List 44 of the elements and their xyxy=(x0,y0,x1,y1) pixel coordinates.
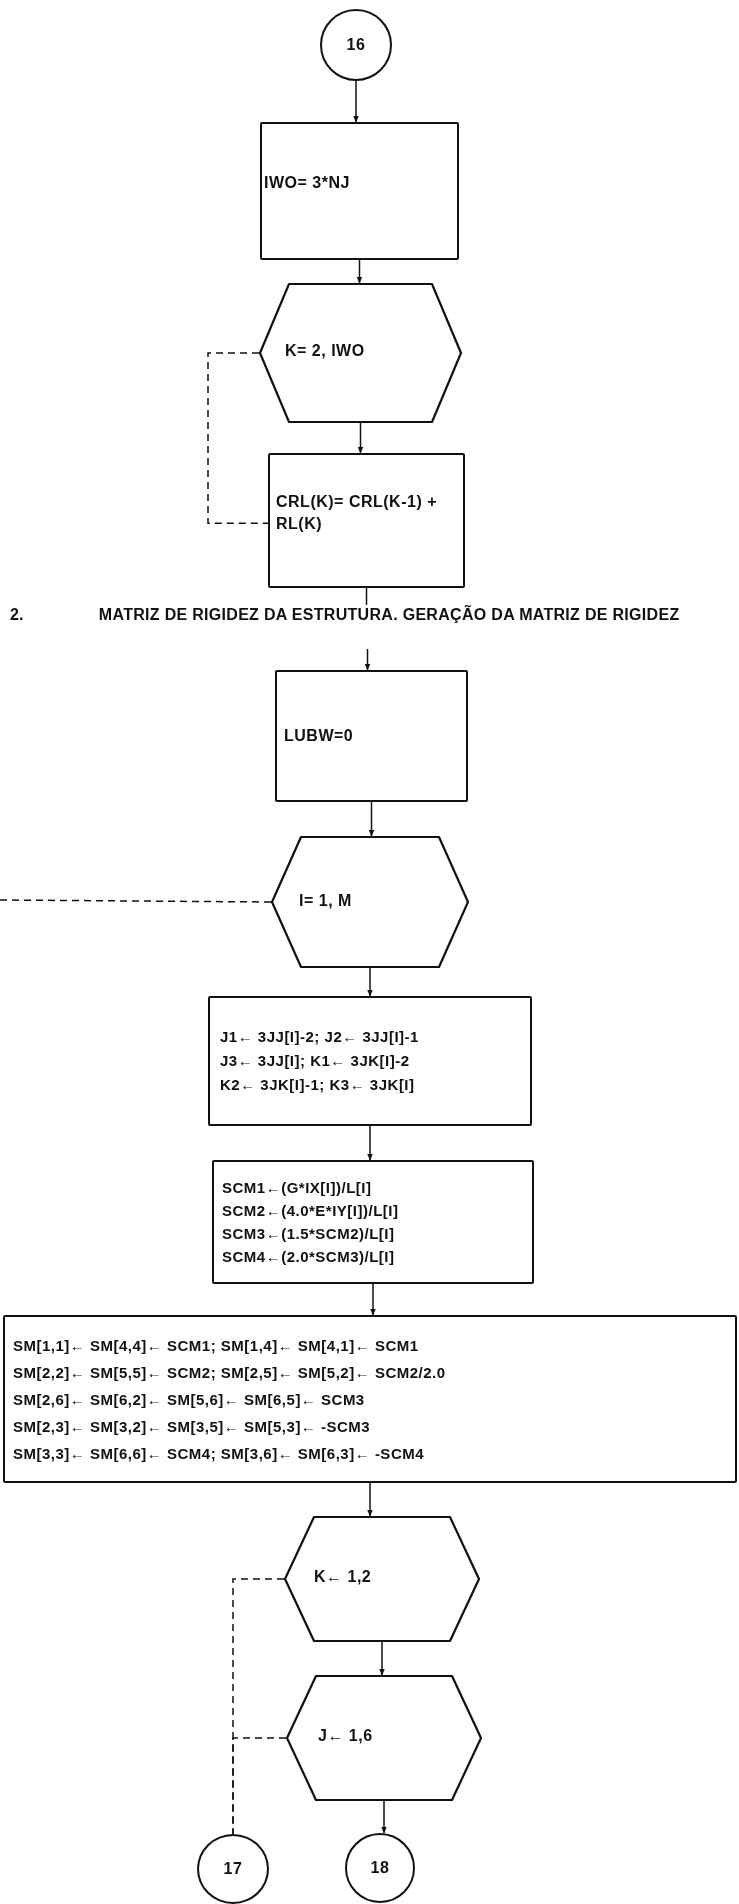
process-box xyxy=(208,996,532,1126)
formula-text: IWO= 3*NJ xyxy=(264,173,350,193)
flow-arrow xyxy=(353,80,359,123)
flow-arrow xyxy=(370,1283,376,1316)
loop-line xyxy=(0,899,272,903)
process-box xyxy=(260,122,459,260)
flow-arrow xyxy=(368,801,375,837)
formula-text: SCM2←(4.0*E*IY[I])/L[I] xyxy=(222,1200,399,1221)
loop-line xyxy=(207,352,269,524)
flow-arrow xyxy=(379,1641,385,1676)
flow-arrow xyxy=(356,259,363,284)
connector-number: 16 xyxy=(346,35,366,56)
formula-text: CRL(K)= CRL(K-1) + RL(K) xyxy=(276,492,438,535)
formula-text: SM[3,3]← SM[6,6]← SCM4; SM[3,6]← SM[6,3]← -SCM4 xyxy=(13,1443,425,1464)
flow-arrow xyxy=(367,967,373,997)
formula-text: J3← 3JJ[I]; K1← 3JK[I]-2 xyxy=(220,1051,410,1071)
formula-text: SM[2,6]← SM[6,2]← SM[5,6]← SM[6,5]← SCM3 xyxy=(13,1389,365,1410)
formula-text: K← 1,2 xyxy=(314,1567,372,1587)
process-box xyxy=(212,1160,534,1284)
connector-number: 18 xyxy=(370,1858,390,1879)
formula-text: K2← 3JK[I]-1; K3← 3JK[I] xyxy=(220,1075,415,1095)
flow-arrow xyxy=(357,422,364,454)
process-box xyxy=(275,670,468,802)
formula-text: SM[2,3]← SM[3,2]← SM[3,5]← SM[5,3]← -SCM3 xyxy=(13,1416,371,1437)
loop-line xyxy=(232,1737,287,1835)
connector-number: 17 xyxy=(223,1859,243,1880)
formula-text: SCM3←(1.5*SCM2)/L[I] xyxy=(222,1224,395,1244)
formula-text: LUBW=0 xyxy=(284,726,354,747)
flow-arrow xyxy=(367,1482,373,1517)
section-number: 2. xyxy=(10,605,24,625)
formula-text: SM[1,1]← SM[4,4]← SCM1; SM[1,4]← SM[4,1]← SCM1 xyxy=(13,1335,419,1356)
formula-text: K= 2, IWO xyxy=(285,341,365,361)
flow-arrow xyxy=(381,1800,387,1834)
flow-arrow xyxy=(364,648,371,671)
flow-arrow xyxy=(367,1125,373,1161)
process-box xyxy=(3,1315,737,1483)
section-heading: MATRIZ DE RIGIDEZ DA ESTRUTURA. GERAÇÃO DA MATRIZ DE RIGIDEZ xyxy=(97,605,681,625)
formula-text: SCM1←(G*IX[I])/L[I] xyxy=(222,1177,372,1198)
formula-text: I= 1, M xyxy=(299,891,352,911)
formula-text: J← 1,6 xyxy=(318,1726,373,1746)
formula-text: SCM4←(2.0*SCM3)/L[I] xyxy=(222,1247,395,1268)
formula-text: J1← 3JJ[I]-2; J2← 3JJ[I]-1 xyxy=(220,1027,419,1047)
process-box xyxy=(268,453,465,588)
formula-text: SM[2,2]← SM[5,5]← SCM2; SM[2,5]← SM[5,2]← SCM2/2.0 xyxy=(13,1362,446,1383)
